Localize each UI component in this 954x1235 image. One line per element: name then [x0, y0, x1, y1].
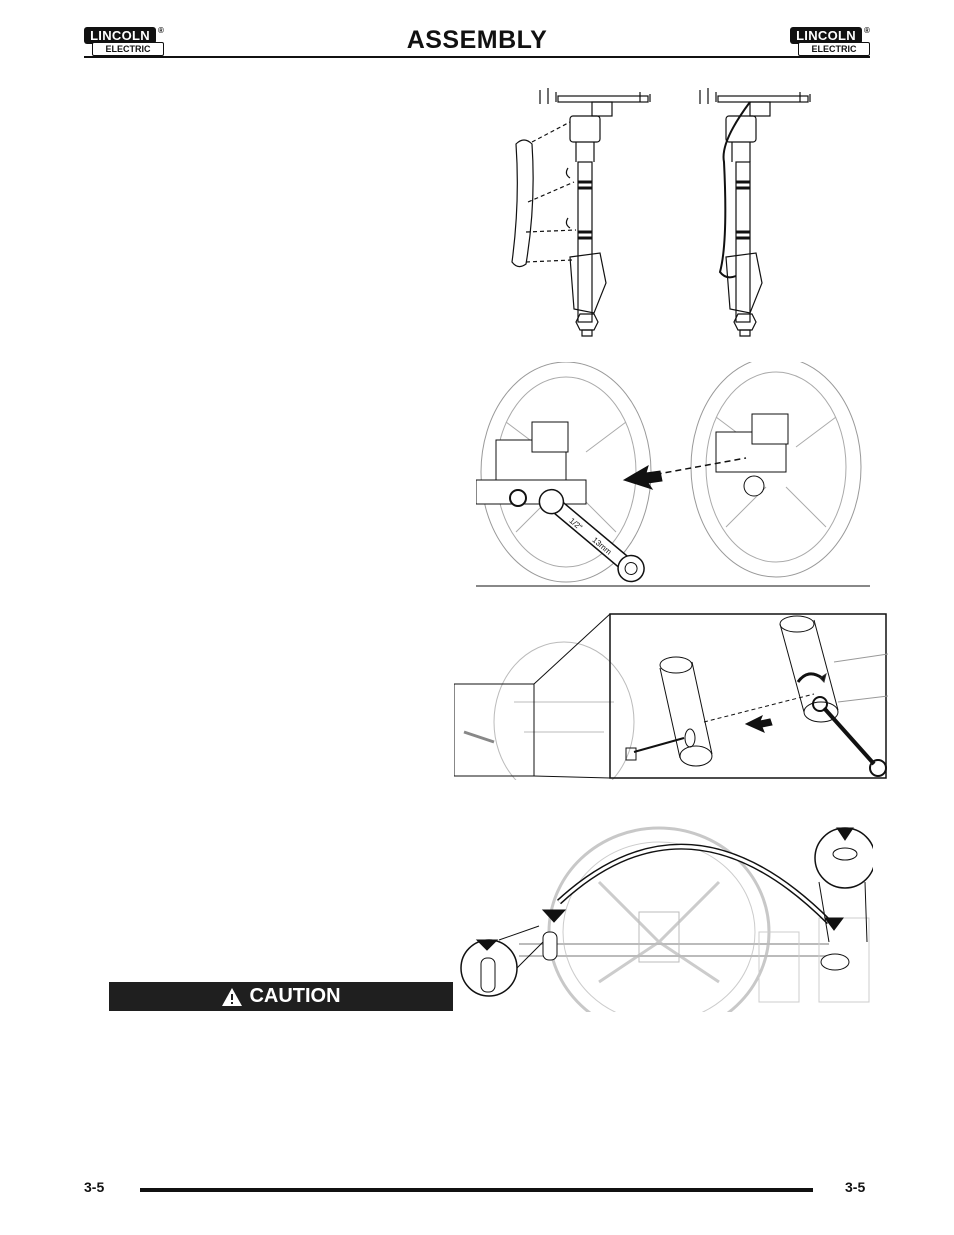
caution-banner: CAUTION [109, 982, 453, 1011]
gun-hose-diagram [511, 88, 811, 337]
wire-feeder-wrench-diagram: 1/2" 13mm [476, 362, 870, 587]
page-number-left: 3-5 [84, 1179, 105, 1195]
caution-label: CAUTION [249, 985, 341, 1007]
footer-rule [140, 1188, 813, 1192]
spindle-bolt-diagram [454, 613, 888, 780]
lincoln-electric-logo-left: LINCOLN ELECTRIC ® [84, 26, 164, 57]
page-title: ASSEMBLY [406, 26, 548, 54]
header-rule [84, 56, 870, 58]
warning-triangle-icon [222, 987, 243, 1006]
page-number-right: 3-5 [845, 1179, 866, 1195]
conduit-routing-diagram [460, 826, 873, 1012]
lincoln-electric-logo-right: LINCOLN ELECTRIC ® [790, 26, 870, 57]
